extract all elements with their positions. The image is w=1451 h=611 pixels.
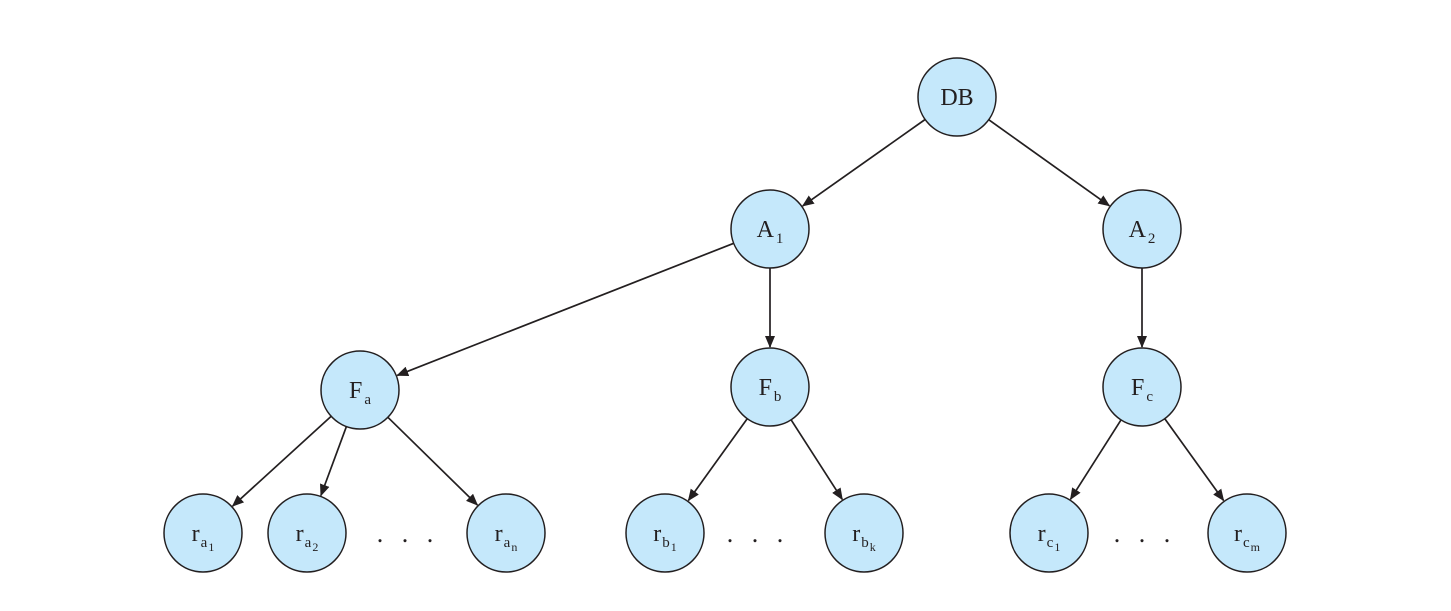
edge-fb-to-rbk xyxy=(790,419,844,501)
node-rbk: rbk xyxy=(824,493,904,573)
node-label-base: r xyxy=(192,521,200,547)
node-label-subscript: a xyxy=(201,535,208,551)
node-db: DB xyxy=(917,57,997,137)
node-label-sub-subscript: 1 xyxy=(208,540,214,554)
node-circle xyxy=(267,493,347,573)
node-circle xyxy=(1102,347,1182,427)
node-label: ra1 xyxy=(192,521,215,554)
node-label-subscript: b xyxy=(774,389,782,405)
node-circle xyxy=(730,189,810,269)
edge-fc-to-rcm xyxy=(1164,418,1225,502)
node-label: rbk xyxy=(852,521,876,554)
node-circle xyxy=(466,493,546,573)
node-label-subscript: c xyxy=(1146,389,1153,405)
node-label-base: r xyxy=(1234,521,1242,547)
node-circle xyxy=(163,493,243,573)
node-rb1: rb1 xyxy=(625,493,705,573)
node-label-sub-subscript: 2 xyxy=(312,540,318,554)
node-rc1: rc1 xyxy=(1009,493,1089,573)
edge-fb-to-rb1 xyxy=(687,418,748,502)
node-label-subscript: a xyxy=(364,392,371,408)
node-circle xyxy=(917,57,997,137)
node-label-subscript: 1 xyxy=(776,231,784,247)
node-label-subscript: 2 xyxy=(1148,231,1156,247)
ellipsis-b: . . . xyxy=(727,519,790,548)
node-label: rc1 xyxy=(1038,521,1061,554)
node-label: rcm xyxy=(1234,521,1261,554)
node-label-subscript: a xyxy=(504,535,511,551)
edge-db-to-a2 xyxy=(988,119,1111,207)
edges xyxy=(231,118,1225,507)
node-label-base: DB xyxy=(940,85,973,111)
edge-a1-to-fa xyxy=(396,242,735,377)
node-ra1: ra1 xyxy=(163,493,243,573)
node-label-base: r xyxy=(296,521,304,547)
edge-fa-to-ra1 xyxy=(231,415,332,507)
node-label-subscript: c xyxy=(1243,535,1250,551)
node-label: DB xyxy=(940,85,973,111)
node-circle xyxy=(1102,189,1182,269)
edge-fa-to-ran xyxy=(387,416,479,506)
node-label-subscript: a xyxy=(305,535,312,551)
node-label-base: A xyxy=(1129,217,1147,243)
node-circle xyxy=(730,347,810,427)
ellipsis-a: . . . xyxy=(377,519,440,548)
node-label-subscript: b xyxy=(861,535,869,551)
node-label-base: r xyxy=(1038,521,1046,547)
node-label-base: F xyxy=(1131,375,1144,401)
node-label: ra2 xyxy=(296,521,319,554)
node-ra2: ra2 xyxy=(267,493,347,573)
node-circle xyxy=(320,350,400,430)
node-label-base: F xyxy=(349,378,362,404)
ellipsis-c: . . . xyxy=(1114,519,1177,548)
node-label: ran xyxy=(495,521,518,554)
node-label-base: r xyxy=(653,521,661,547)
node-label: rb1 xyxy=(653,521,677,554)
node-rcm: rcm xyxy=(1207,493,1287,573)
node-label-sub-subscript: 1 xyxy=(1054,540,1060,554)
node-label-subscript: b xyxy=(662,535,670,551)
node-label-sub-subscript: n xyxy=(511,540,517,554)
node-label-sub-subscript: 1 xyxy=(671,540,677,554)
node-label-base: A xyxy=(757,217,775,243)
node-label-base: F xyxy=(759,375,772,401)
node-label-sub-subscript: m xyxy=(1251,540,1261,554)
node-circle xyxy=(1009,493,1089,573)
node-ran: ran xyxy=(466,493,546,573)
edge-fc-to-rc1 xyxy=(1069,419,1122,501)
node-circle xyxy=(625,493,705,573)
node-label-base: r xyxy=(852,521,860,547)
edge-db-to-a1 xyxy=(801,118,926,207)
ellipses: . . . . . . . . . xyxy=(377,519,1177,548)
node-label-sub-subscript: k xyxy=(870,540,876,554)
node-label-base: r xyxy=(495,521,503,547)
node-circle xyxy=(1207,493,1287,573)
edge-fa-to-ra2 xyxy=(320,426,348,497)
node-label-subscript: c xyxy=(1047,535,1054,551)
node-circle xyxy=(824,493,904,573)
